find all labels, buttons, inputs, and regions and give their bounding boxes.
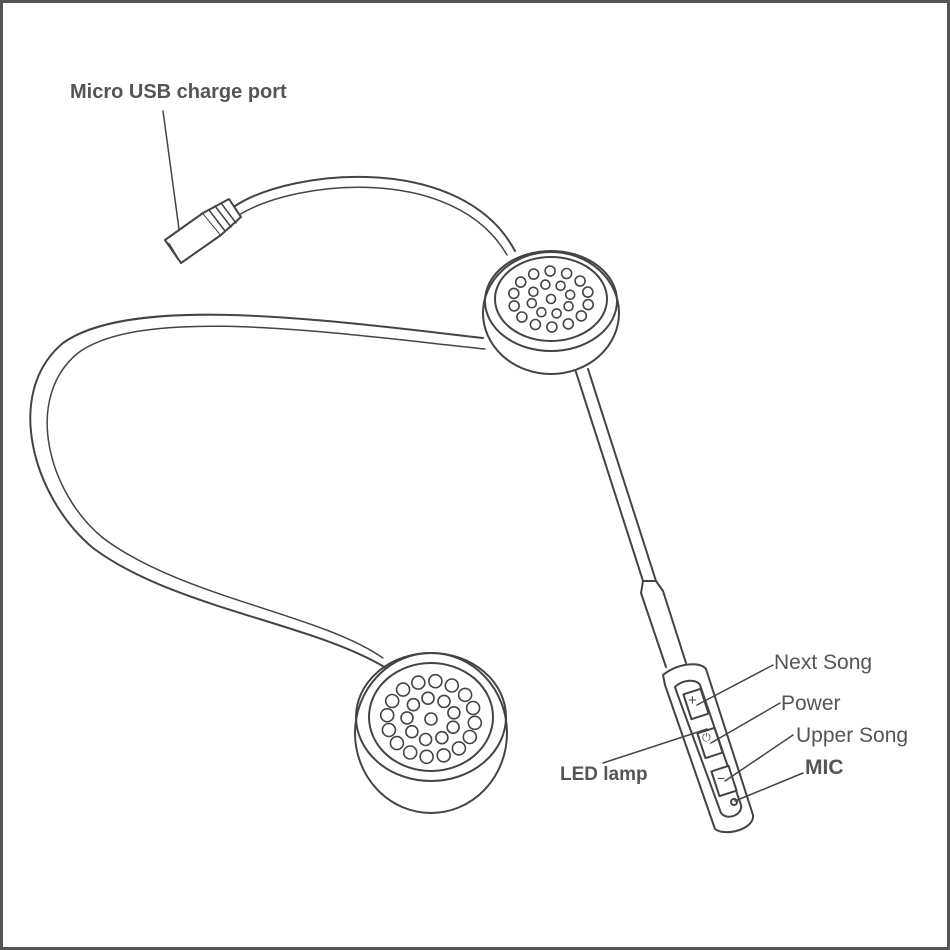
leader-usb — [162, 110, 180, 230]
usb-plug — [164, 198, 242, 264]
speaker-hole — [421, 691, 435, 706]
speaker-hole — [447, 705, 461, 720]
speaker-hole — [574, 275, 586, 287]
speaker-hole — [410, 675, 426, 690]
speaker-hole — [526, 297, 538, 309]
lower-speaker — [354, 652, 508, 814]
speaker-hole — [436, 748, 452, 763]
connecting-cable — [29, 313, 484, 669]
label-power: Power — [781, 692, 841, 715]
speaker-hole — [379, 707, 395, 723]
speaker-hole — [563, 300, 574, 312]
speaker-hole — [444, 678, 460, 693]
speaker-hole — [435, 730, 449, 745]
power-button-glyph: ⏻ — [702, 732, 711, 744]
speaker-hole — [418, 732, 433, 747]
speaker-hole — [540, 279, 551, 290]
speaker-hole — [406, 697, 421, 712]
speaker-hole — [405, 724, 419, 739]
speaker-hole — [545, 293, 557, 305]
usb-cable-inner — [238, 186, 508, 256]
button-upper-song[interactable] — [710, 764, 738, 798]
label-led-lamp: LED lamp — [560, 764, 648, 785]
speaker-hole — [536, 306, 547, 318]
speaker-hole — [582, 298, 595, 311]
prev-button-glyph: − — [717, 770, 726, 786]
leader-led — [602, 728, 708, 764]
speaker-hole — [437, 694, 451, 709]
speaker-hole — [516, 311, 528, 323]
speaker-hole — [508, 300, 521, 312]
speaker-hole — [562, 318, 575, 330]
speaker-hole — [514, 276, 527, 288]
speaker-hole — [457, 687, 473, 703]
speaker-hole — [575, 310, 588, 322]
mic-hole — [730, 798, 738, 806]
mic-boom — [574, 368, 657, 582]
speaker-hole — [419, 749, 434, 765]
speaker-hole — [551, 308, 562, 319]
label-upper-song: Upper Song — [796, 724, 909, 747]
headset-drawing — [29, 110, 804, 834]
speaker-hole — [467, 715, 483, 731]
speaker-hole — [528, 286, 539, 298]
label-mic: MIC — [805, 756, 844, 779]
leader-power — [710, 702, 781, 744]
upper-speaker — [482, 250, 620, 375]
leader-mic — [734, 772, 804, 802]
speaker-hole — [424, 712, 438, 726]
button-power[interactable] — [696, 726, 724, 760]
speaker-hole — [527, 268, 540, 280]
usb-cable — [234, 175, 516, 252]
next-button-glyph: + — [688, 692, 697, 709]
label-next-song: Next Song — [774, 651, 873, 674]
speaker-hole — [507, 287, 520, 300]
speaker-hole — [546, 321, 558, 333]
leader-upper-song — [724, 734, 794, 782]
speaker-hole — [389, 735, 405, 751]
speaker-hole — [395, 682, 411, 697]
speaker-hole — [400, 711, 414, 725]
speaker-hole — [446, 720, 460, 735]
speaker-hole — [560, 267, 573, 280]
speaker-hole — [384, 693, 400, 709]
speaker-hole — [564, 289, 576, 301]
speaker-hole — [581, 286, 594, 298]
leader-next-song — [696, 664, 774, 706]
speaker-hole — [381, 722, 397, 738]
speaker-hole — [428, 673, 443, 689]
speaker-hole — [465, 700, 481, 716]
speaker-hole — [555, 280, 566, 292]
speaker-hole — [451, 741, 467, 756]
speaker-hole — [402, 745, 418, 760]
label-usb-charge-port: Micro USB charge port — [70, 81, 287, 103]
connecting-cable-inner — [46, 325, 486, 659]
speaker-hole — [544, 265, 556, 277]
speaker-hole — [529, 318, 542, 331]
speaker-hole — [462, 729, 478, 745]
